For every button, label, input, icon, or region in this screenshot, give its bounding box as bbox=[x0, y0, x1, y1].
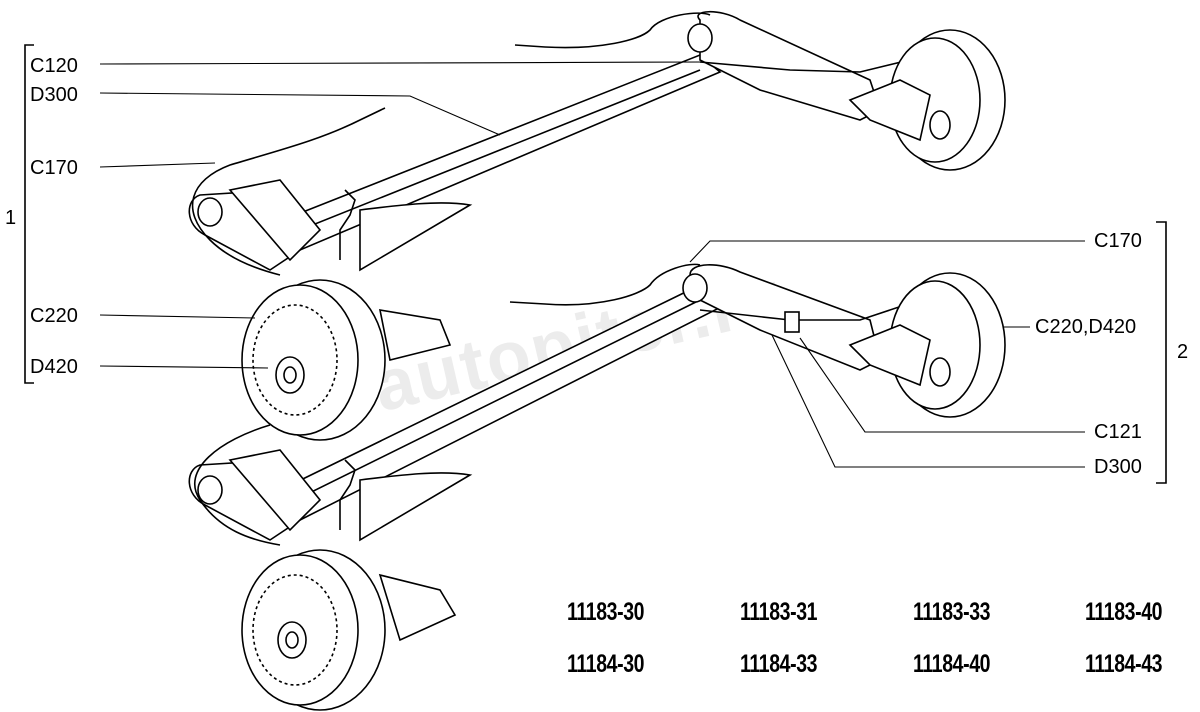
group1-bracket bbox=[24, 44, 34, 384]
model-code: 11183-31 bbox=[740, 598, 818, 626]
axle-1 bbox=[188, 10, 1006, 441]
leader-lines bbox=[99, 61, 1085, 468]
model-code: 11184-30 bbox=[567, 650, 645, 678]
label-c220: C220 bbox=[30, 305, 78, 327]
label-c121: C121 bbox=[1094, 421, 1142, 443]
model-code: 11183-40 bbox=[1085, 598, 1163, 626]
axle-2 bbox=[188, 263, 1006, 711]
group2-bracket bbox=[1156, 221, 1167, 484]
model-code: 11184-33 bbox=[740, 650, 818, 678]
label-c170: C170 bbox=[30, 157, 78, 179]
label-d420: D420 bbox=[30, 356, 78, 378]
model-code: 11184-40 bbox=[913, 650, 991, 678]
model-code: 11183-33 bbox=[913, 598, 991, 626]
label-c120: C120 bbox=[30, 55, 78, 77]
label-d300-2: D300 bbox=[1094, 456, 1142, 478]
model-code: 11184-43 bbox=[1085, 650, 1163, 678]
group2-number: 2 bbox=[1177, 341, 1189, 363]
label-c220-d420-2: C220,D420 bbox=[1035, 316, 1137, 338]
group1-number: 1 bbox=[5, 207, 17, 229]
label-c170-2: C170 bbox=[1094, 230, 1142, 252]
label-d300: D300 bbox=[30, 84, 78, 106]
model-code: 11183-30 bbox=[567, 598, 645, 626]
